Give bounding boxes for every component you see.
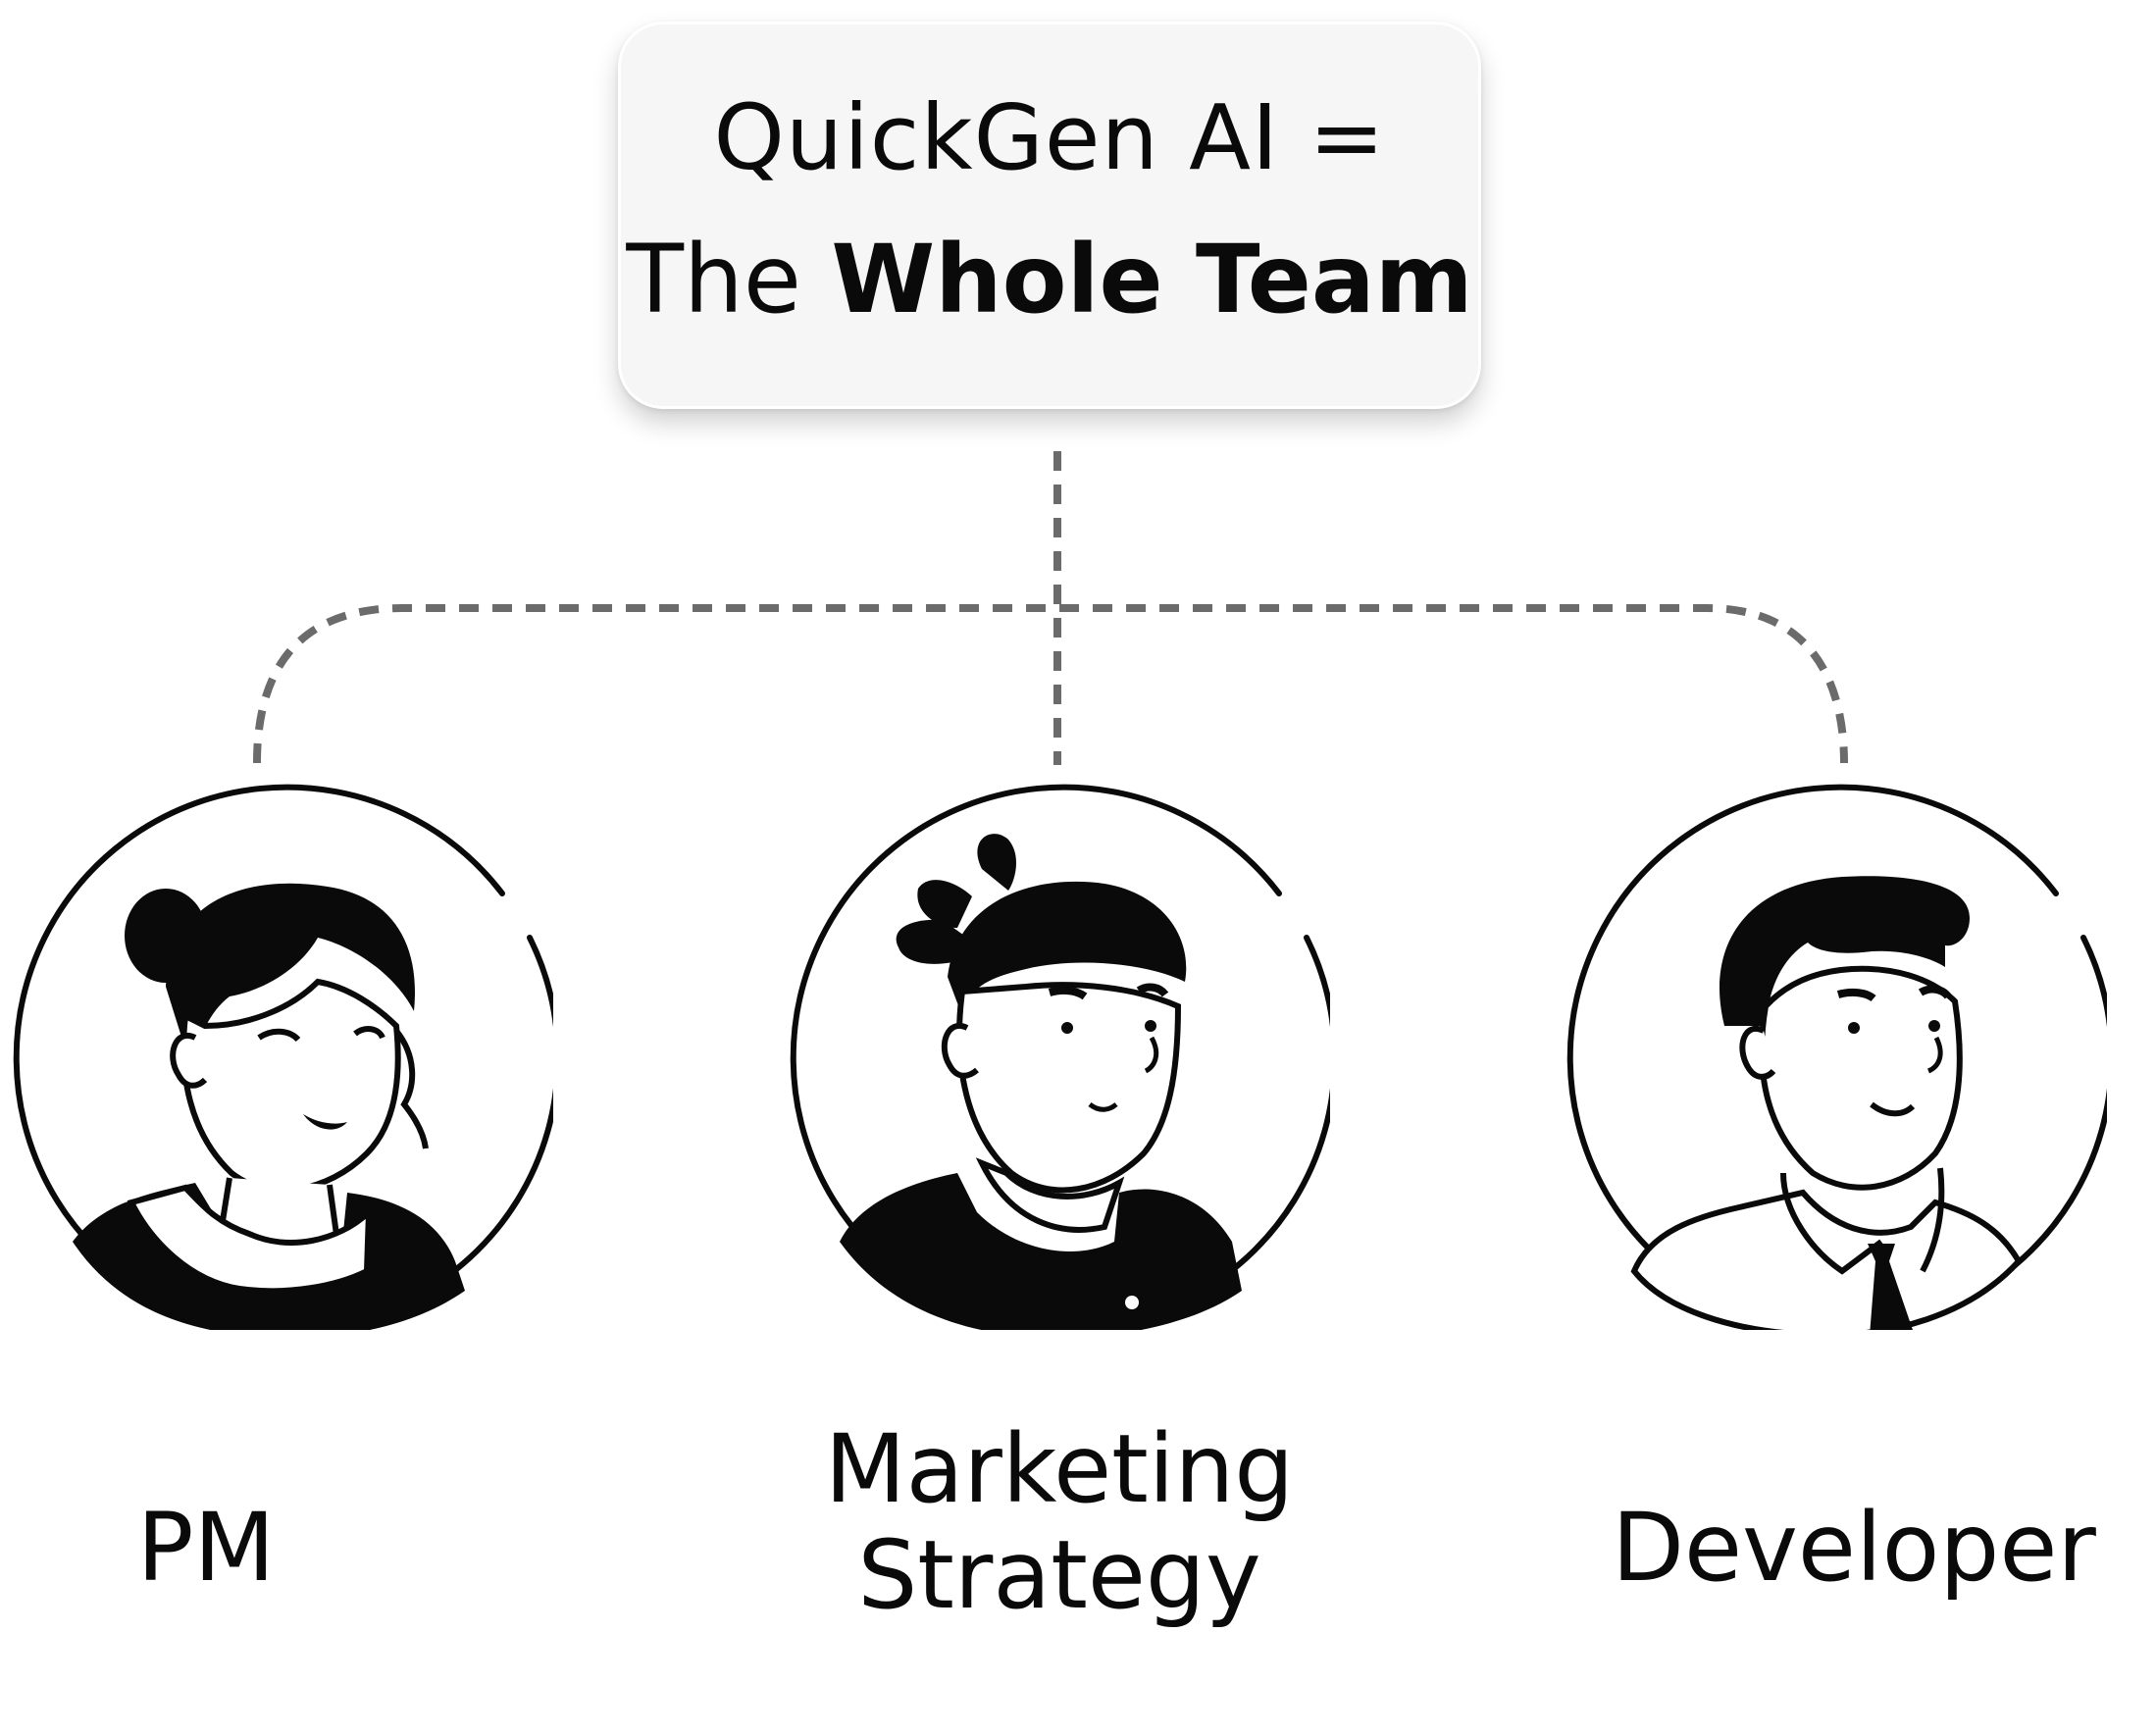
role-label-marketing: Marketing Strategy	[765, 1417, 1354, 1628]
woman-avatar-icon	[4, 781, 553, 1330]
role-label-pm: PM	[59, 1496, 353, 1602]
role-developer-text: Developer	[1612, 1493, 2096, 1603]
role-pm-text: PM	[137, 1493, 276, 1603]
connector-branch	[257, 608, 1844, 763]
man-tie-avatar-icon	[1558, 781, 2107, 1330]
role-marketing-line2: Strategy	[765, 1523, 1354, 1629]
man-topknot-avatar-icon	[781, 781, 1330, 1330]
role-marketing-line1: Marketing	[765, 1417, 1354, 1523]
role-label-developer: Developer	[1584, 1496, 2124, 1602]
